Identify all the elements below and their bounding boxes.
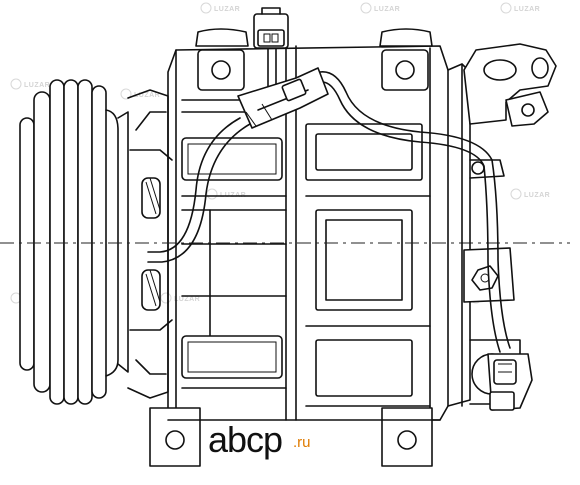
watermark-mark: LUZAR [200,2,240,14]
top-mount-ears [195,28,433,91]
watermark-mark: LUZAR [206,188,246,200]
brand-suffix: .ru [293,434,311,451]
svg-text:LUZAR: LUZAR [524,192,550,199]
bottom-mount-ears [149,407,441,467]
brand-name: abcp [208,419,282,460]
svg-text:LUZAR: LUZAR [134,92,160,99]
watermark-mark: LUZAR [160,292,200,304]
body-connector [237,67,329,129]
svg-text:LUZAR: LUZAR [24,82,50,89]
watermark-mark: LUZAR [500,2,540,14]
pulley [19,79,129,405]
rear-connector [487,353,533,411]
top-connector [253,7,289,49]
rear-head [447,43,557,407]
watermark-mark: LUZAR [10,78,50,90]
watermark-mark: LUZAR [120,88,160,100]
svg-text:LUZAR: LUZAR [174,296,200,303]
brand-logo: abcp .ru [208,419,311,460]
svg-text:LUZAR: LUZAR [374,6,400,13]
watermark-mark: LUZAR [360,2,400,14]
svg-text:LUZAR: LUZAR [514,6,540,13]
front-housing [127,89,173,399]
watermark-mark: LUZAR [510,188,550,200]
svg-text:LUZAR: LUZAR [214,6,240,13]
